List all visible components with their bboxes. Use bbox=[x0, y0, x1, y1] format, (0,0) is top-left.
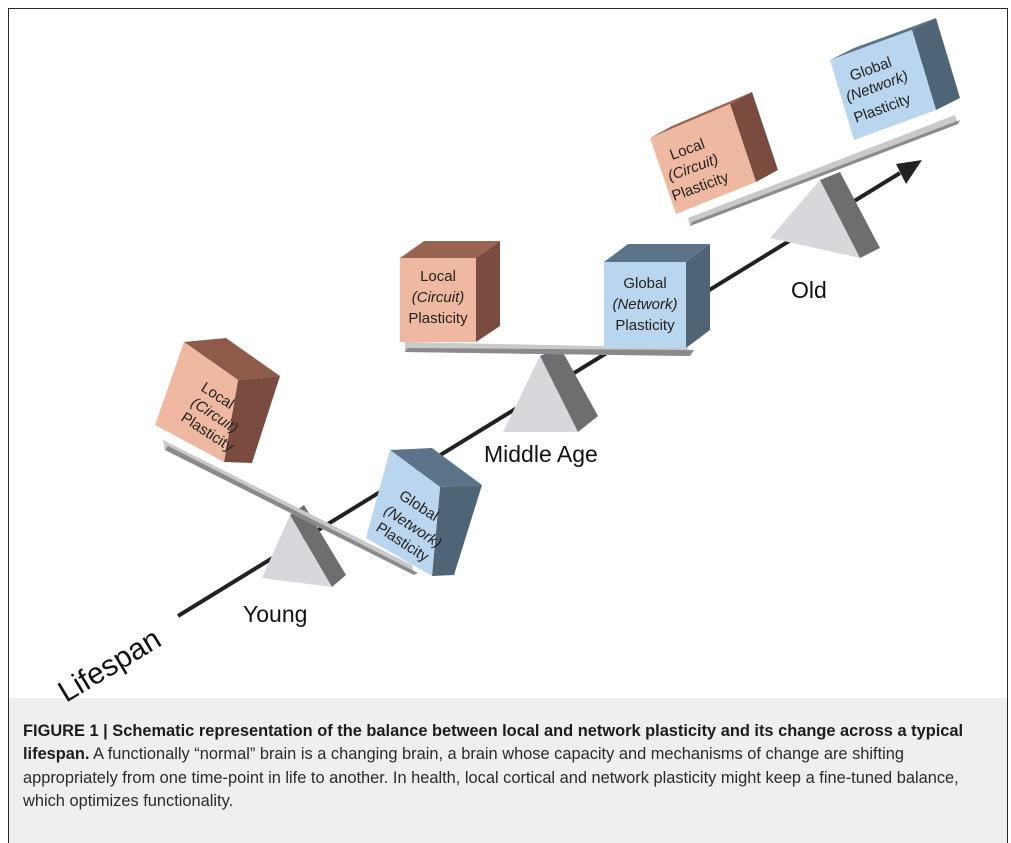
old-label: Old bbox=[791, 277, 827, 303]
middle-age-global-box: Global (Network) Plasticity bbox=[604, 244, 710, 348]
middle-age-global-line1: Global bbox=[623, 275, 666, 292]
young-fulcrum bbox=[262, 515, 332, 587]
lifespan-label: Lifespan bbox=[53, 622, 167, 709]
figure-caption: FIGURE 1 | Schematic representation of t… bbox=[23, 720, 998, 814]
old-seesaw: Local (Circuit) Plasticity Global (Netwo… bbox=[650, 18, 960, 303]
figure-frame bbox=[8, 8, 1008, 843]
caption-figure-label: FIGURE 1 | Schematic representation of t… bbox=[23, 722, 964, 764]
middle-age-local-line1: Local bbox=[420, 268, 456, 285]
middle-age-local-line2: (Circuit) bbox=[412, 289, 465, 306]
middle-age-seesaw: Local (Circuit) Plasticity Global (Netwo… bbox=[400, 241, 710, 467]
caption-body: A functionally “normal” brain is a chang… bbox=[23, 745, 959, 811]
middle-age-fulcrum bbox=[503, 356, 578, 432]
middle-age-label: Middle Age bbox=[484, 441, 598, 467]
middle-age-local-line3: Plasticity bbox=[408, 310, 468, 327]
old-local-box: Local (Circuit) Plasticity bbox=[650, 92, 778, 214]
middle-age-local-box: Local (Circuit) Plasticity bbox=[400, 241, 500, 342]
young-local-box: Local (Circuit) Plasticity bbox=[155, 338, 280, 463]
young-label: Young bbox=[243, 601, 307, 627]
lifespan-arrowhead bbox=[896, 160, 922, 184]
middle-age-global-line2: (Network) bbox=[612, 296, 677, 313]
young-seesaw: Local (Circuit) Plasticity Global (Netwo… bbox=[155, 338, 482, 627]
young-global-box: Global (Network) Plasticity bbox=[366, 448, 482, 576]
old-fulcrum bbox=[770, 180, 860, 258]
middle-age-global-line3: Plasticity bbox=[615, 317, 675, 334]
old-global-box: Global (Network) Plasticity bbox=[830, 18, 960, 140]
caption-background bbox=[9, 698, 1007, 843]
